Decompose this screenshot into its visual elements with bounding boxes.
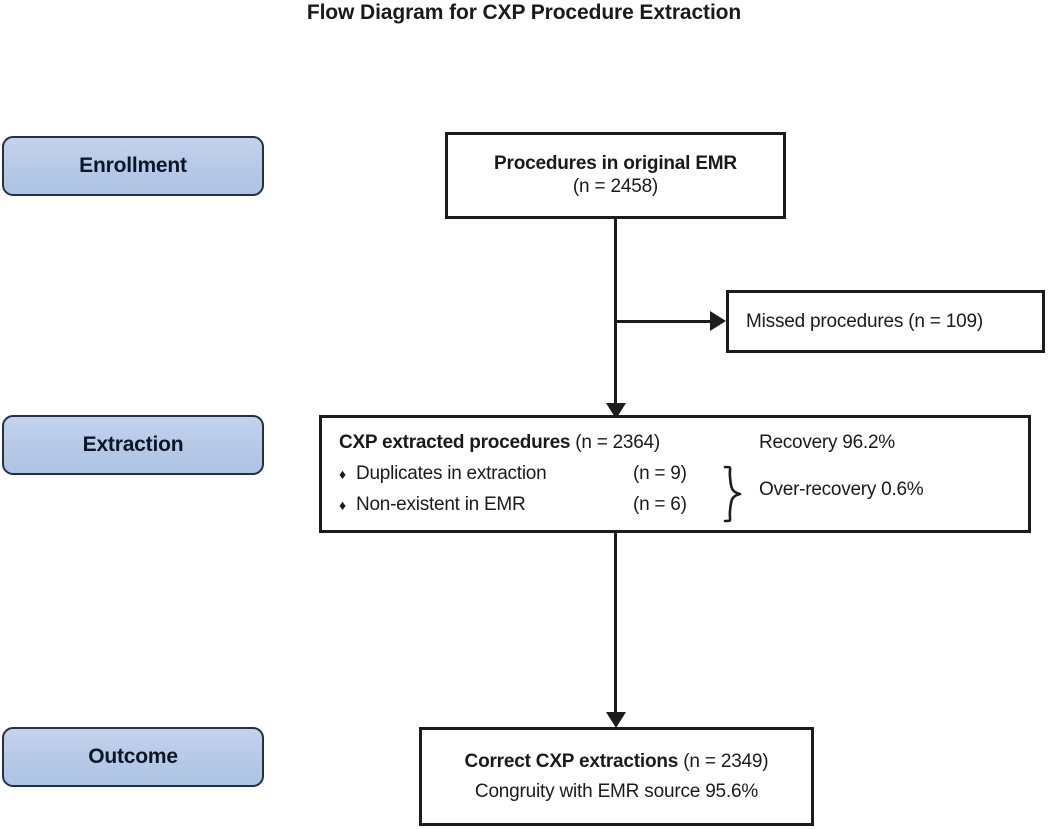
extraction-bullet-label: Duplicates in extraction [356, 463, 547, 484]
stage-label-extraction-text: Extraction [82, 433, 184, 456]
box-cxp-extracted-procedures: CXP extracted procedures (n = 2364) ♦ Du… [319, 415, 1031, 533]
box-missed-procedures: Missed procedures (n = 109) [726, 290, 1045, 353]
extraction-recovery-annotations: Recovery 96.2% Over-recovery 0.6% [759, 432, 924, 510]
arrowhead-to-outcome-icon [606, 712, 626, 728]
extraction-header-count: (n = 2364) [575, 432, 660, 453]
connector-branch-to-missed [614, 320, 713, 323]
extraction-bullet-row: ♦ Duplicates in extraction (n = 9) [339, 463, 687, 494]
stage-label-outcome: Outcome [2, 727, 264, 787]
diamond-bullet-icon: ♦ [339, 466, 346, 482]
connector-extraction-to-outcome [614, 533, 617, 714]
curly-brace-icon [723, 465, 742, 523]
extraction-bullet-row: ♦ Non-existent in EMR (n = 6) [339, 494, 687, 525]
connector-original-to-extraction [614, 219, 617, 418]
box-missed-text: Missed procedures (n = 109) [746, 310, 983, 332]
box-original-title: Procedures in original EMR [494, 153, 737, 175]
outcome-count: (n = 2349) [683, 751, 769, 773]
page-title: Flow Diagram for CXP Procedure Extractio… [306, 1, 742, 24]
stage-label-extraction: Extraction [2, 415, 264, 475]
extraction-header-row: CXP extracted procedures (n = 2364) [339, 432, 687, 463]
extraction-over-recovery-row: Over-recovery 0.6% [759, 479, 924, 510]
extraction-recovery-row: Recovery 96.2% [759, 432, 923, 463]
extraction-header-label: CXP extracted procedures (n = 2364) [339, 432, 660, 454]
outcome-title-row: Correct CXP extractions (n = 2349) [465, 747, 769, 776]
stage-label-outcome-text: Outcome [88, 745, 178, 768]
outcome-congruity-text: Congruity with EMR source 95.6% [474, 780, 759, 802]
box-original-count: (n = 2458) [572, 175, 659, 197]
extraction-over-recovery-text: Over-recovery 0.6% [759, 479, 924, 500]
extraction-header-title: CXP extracted procedures [339, 432, 571, 453]
outcome-title: Correct CXP extractions [464, 751, 679, 773]
box-procedures-original-emr: Procedures in original EMR (n = 2458) [445, 132, 786, 219]
diamond-bullet-icon: ♦ [339, 497, 346, 513]
extraction-bullet-label: Non-existent in EMR [356, 494, 526, 515]
extraction-bullet-count: (n = 9) [633, 463, 687, 484]
extraction-details-list: CXP extracted procedures (n = 2364) ♦ Du… [339, 432, 687, 525]
extraction-recovery-text: Recovery 96.2% [759, 432, 895, 453]
box-correct-cxp-extractions: Correct CXP extractions (n = 2349) Congr… [419, 727, 814, 826]
stage-label-enrollment: Enrollment [2, 136, 264, 196]
stage-label-enrollment-text: Enrollment [79, 154, 187, 177]
arrowhead-to-missed-icon [710, 311, 726, 331]
extraction-bullet-count: (n = 6) [633, 494, 687, 515]
